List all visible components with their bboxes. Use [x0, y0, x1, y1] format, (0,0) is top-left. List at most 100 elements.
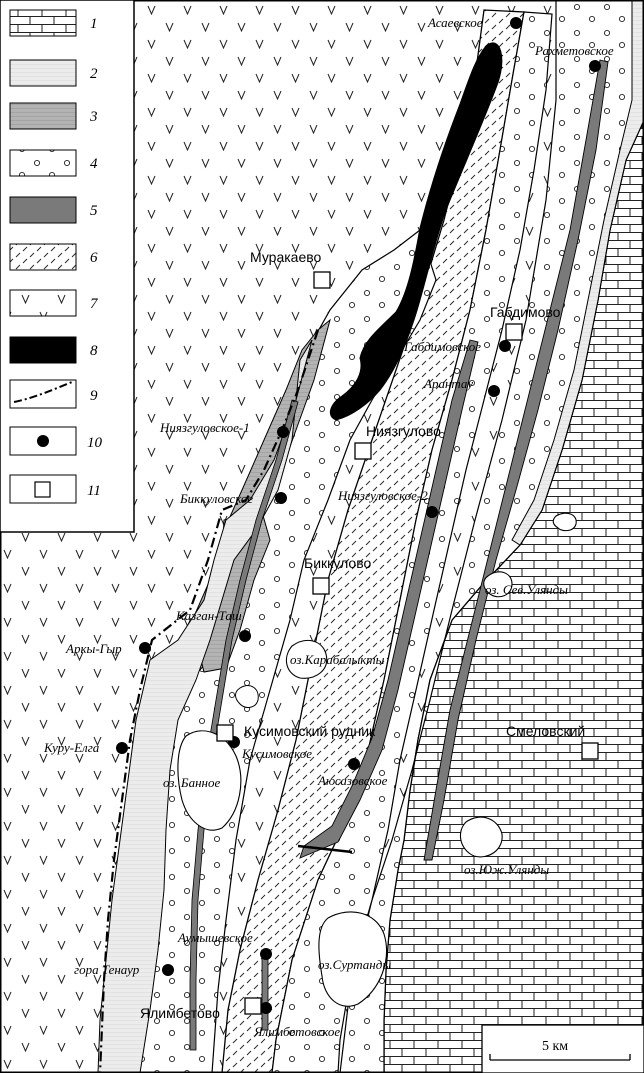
lake-label: оз.Юж.Улянды: [464, 862, 549, 877]
eastern-dark-band: [423, 59, 609, 861]
deposit-dot: [162, 964, 174, 976]
legend-number: 2: [90, 66, 98, 82]
lake-yuzh-ulyandy: [459, 816, 503, 858]
legend-number: 5: [90, 203, 98, 219]
deposit-label: Ялимбетовское: [253, 1024, 340, 1039]
legend-swatch-6: [9, 243, 77, 271]
deposit-dot: [589, 60, 601, 72]
deposit-dot: [239, 630, 251, 642]
eastern-light-strip: [511, 0, 644, 546]
settlement-label: Ниязгулово: [366, 423, 441, 439]
legend-number: 8: [90, 343, 98, 359]
settlement-markers: [216, 271, 599, 1015]
deposit-label: Казган-Таш: [175, 608, 242, 623]
deposit-label: Рахметовское: [534, 43, 614, 58]
deposit-dot: [499, 340, 511, 352]
settlement-label: Муракаево: [250, 249, 322, 265]
scale-label: 5 км: [542, 1039, 568, 1054]
deposit-label: Ниязгуловское-2: [337, 488, 428, 503]
legend-number: 4: [90, 156, 98, 172]
deposit-dot: [116, 742, 128, 754]
deposit-dot: [488, 385, 500, 397]
legend-number: 7: [90, 296, 99, 312]
deposit-labels: Асаевское Рахметовское Габдимовское Аран…: [43, 15, 614, 1039]
central-dark-band: [299, 339, 479, 859]
deposit-dot: [139, 642, 151, 654]
settlement-square: [216, 724, 234, 742]
lake-label: оз.Карабалыкты: [290, 652, 385, 667]
deposit-dot: [260, 1002, 272, 1014]
deposit-label: Аюсазовское: [317, 773, 388, 788]
deposit-label: Аркы-Гыр: [65, 641, 122, 656]
legend-swatch-4: [9, 149, 77, 177]
lake-sev-ulyandy: [483, 571, 513, 598]
deposit-dot: [260, 948, 272, 960]
fault-line: [297, 844, 353, 854]
deposit-dot: [348, 758, 360, 770]
settlement-label: Биккулово: [304, 555, 372, 571]
lake-labels: оз. Сев.Улянды оз.Карабалыкты оз. Банное…: [163, 582, 568, 972]
lake-small-west: [235, 685, 259, 708]
legend-number: 10: [87, 435, 103, 451]
deposit-label: Асаевское: [427, 15, 483, 30]
lake-surtandy: [318, 911, 388, 1007]
settlement-label: Ялимбетово: [140, 1005, 220, 1021]
legend: 1 2 3 4 5 6 7 8 9 10 11: [0, 0, 135, 533]
deposit-label: Биккуловское: [179, 491, 253, 506]
western-dark-line: [189, 399, 299, 1051]
deposit-label: Аумышевское: [177, 930, 253, 945]
legend-number: 11: [87, 483, 101, 499]
legend-swatches: [9, 9, 77, 504]
settlement-square: [244, 997, 262, 1015]
deposit-label: гора Тенаур: [74, 962, 140, 977]
lake-karabalykty: [285, 639, 328, 679]
scale-bar: 5 км: [481, 1024, 644, 1073]
lake-label: оз.Суртанды: [318, 957, 391, 972]
legend-swatch-5: [9, 196, 77, 224]
legend-swatch-2: [9, 59, 77, 87]
settlement-square: [581, 742, 599, 760]
deposit-label: Арантау: [423, 376, 473, 391]
scale-box: [481, 1024, 644, 1073]
legend-swatch-8: [9, 336, 77, 364]
settlement-square: [354, 442, 372, 460]
deposit-label: Кусимовское: [241, 746, 312, 761]
deposit-dot: [275, 492, 287, 504]
deposit-label: Габдимовское: [403, 339, 481, 354]
inner-circle-belt: [271, 11, 553, 1073]
deposit-markers: [116, 17, 601, 1014]
deposit-label: Ниязгуловское-1: [159, 420, 250, 435]
legend-number: 1: [90, 16, 98, 32]
western-dark-line-2: [261, 949, 269, 1031]
legend-swatch-3: [9, 102, 77, 130]
legend-dash-dot-line: [13, 381, 73, 403]
legend-swatch-7: [9, 289, 77, 317]
settlement-square: [313, 271, 331, 289]
legend-number: 3: [89, 109, 98, 125]
thrust-line: [98, 329, 320, 1073]
legend-settlement-square: [34, 481, 51, 498]
deposit-dot: [510, 17, 522, 29]
settlement-square: [312, 577, 330, 595]
settlement-label: Кусимовский рудник: [244, 723, 376, 739]
settlement-label: Смеловский: [506, 723, 585, 739]
deposit-dot: [277, 426, 289, 438]
legend-numbers: 1 2 3 4 5 6 7 8 9 10 11: [87, 16, 103, 499]
lake-label: оз. Сев.Улянды: [485, 582, 568, 597]
deposit-dot: [426, 506, 438, 518]
lake-small-east: [552, 512, 577, 532]
legend-number: 6: [90, 250, 98, 266]
settlement-square: [505, 323, 523, 341]
legend-number: 9: [90, 388, 98, 404]
deposit-label: Куру-Елга: [43, 740, 100, 755]
lake-label: оз. Банное: [163, 775, 220, 790]
ultramafic-black-body: [329, 42, 503, 421]
legend-swatch-1: [9, 9, 77, 37]
settlement-labels: Муракаево Габдимово Ниязгулово Биккулово…: [140, 249, 585, 1021]
scale-line: [489, 1054, 631, 1061]
legend-deposit-dot: [37, 435, 49, 447]
settlement-label: Габдимово: [490, 304, 561, 320]
